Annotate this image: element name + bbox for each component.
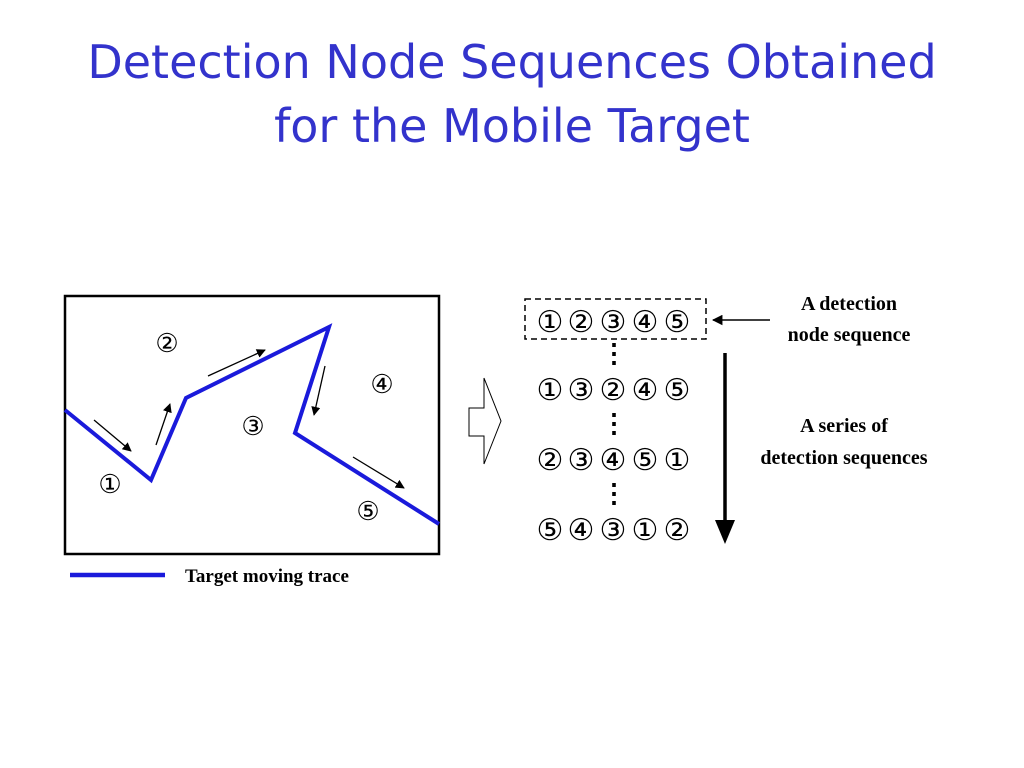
legend-label: Target moving trace xyxy=(185,566,349,587)
sequence-node: ① xyxy=(537,306,564,339)
legend: Target moving trace xyxy=(70,566,349,587)
series-note-line-2: detection sequences xyxy=(760,447,927,469)
sequence-node: ③ xyxy=(568,444,595,477)
series-arrow-head xyxy=(715,520,735,544)
direction-arrow xyxy=(93,419,132,452)
sequence-row-1: ① ② ③ ④ ⑤ xyxy=(537,306,691,339)
direction-arrow xyxy=(352,456,405,489)
sequence-node: ④ xyxy=(600,444,627,477)
sequence-note-line-2: node sequence xyxy=(788,324,911,346)
sequence-node: ① xyxy=(664,444,691,477)
sequence-node: ③ xyxy=(568,374,595,407)
direction-arrow xyxy=(207,349,266,377)
region-label-4: ④ xyxy=(370,370,393,399)
direction-arrow xyxy=(155,403,172,446)
region-label-1: ① xyxy=(98,470,121,499)
sensor-field: ① ② ③ ④ ⑤ xyxy=(63,294,441,556)
direction-arrow xyxy=(311,365,326,416)
sequence-node: ⑤ xyxy=(664,306,691,339)
series-arrow xyxy=(715,353,735,544)
sequence-row-4: ⑤ ④ ③ ① ② xyxy=(537,514,691,547)
sequence-row-3: ② ③ ④ ⑤ ① xyxy=(537,444,691,477)
sequence-node: ④ xyxy=(568,514,595,547)
sequence-node: ⑤ xyxy=(537,514,564,547)
sequence-node: ③ xyxy=(600,514,627,547)
sequence-node: ② xyxy=(664,514,691,547)
sequence-gap: ⋮ xyxy=(601,409,627,438)
region-label-5: ⑤ xyxy=(356,497,379,526)
region-label-2: ② xyxy=(155,329,178,358)
transition-arrow xyxy=(468,377,502,465)
sensor-field-border xyxy=(63,294,441,556)
sequence-node: ④ xyxy=(632,374,659,407)
slide-title-line-1: Detection Node Sequences Obtained xyxy=(87,35,937,89)
sequence-node: ② xyxy=(600,374,627,407)
highlighted-sequence-box xyxy=(524,298,707,340)
target-moving-trace xyxy=(63,323,441,526)
sequence-node: ① xyxy=(632,514,659,547)
series-note-line-1: A series of xyxy=(800,415,888,437)
sequence-list: ① ② ③ ④ ⑤ ⋮ ① ③ ② ④ ⑤ ⋮ ② ③ ④ ⑤ ① ⋮ ⑤ ④ … xyxy=(524,298,707,547)
sequence-node: ② xyxy=(537,444,564,477)
slide-title: Detection Node Sequences Obtained for th… xyxy=(0,30,1024,158)
sequence-node: ⑤ xyxy=(632,444,659,477)
sequence-node: ④ xyxy=(632,306,659,339)
slide-title-line-2: for the Mobile Target xyxy=(274,99,750,153)
sequence-note-line-1: A detection xyxy=(801,293,897,315)
sequence-gap: ⋮ xyxy=(601,479,627,508)
sequence-node: ① xyxy=(537,374,564,407)
sequence-gap: ⋮ xyxy=(601,339,627,368)
sequence-node: ⑤ xyxy=(664,374,691,407)
region-label-3: ③ xyxy=(241,412,264,441)
sequence-row-2: ① ③ ② ④ ⑤ xyxy=(537,374,691,407)
sequence-node: ② xyxy=(568,306,595,339)
sequence-node: ③ xyxy=(600,306,627,339)
